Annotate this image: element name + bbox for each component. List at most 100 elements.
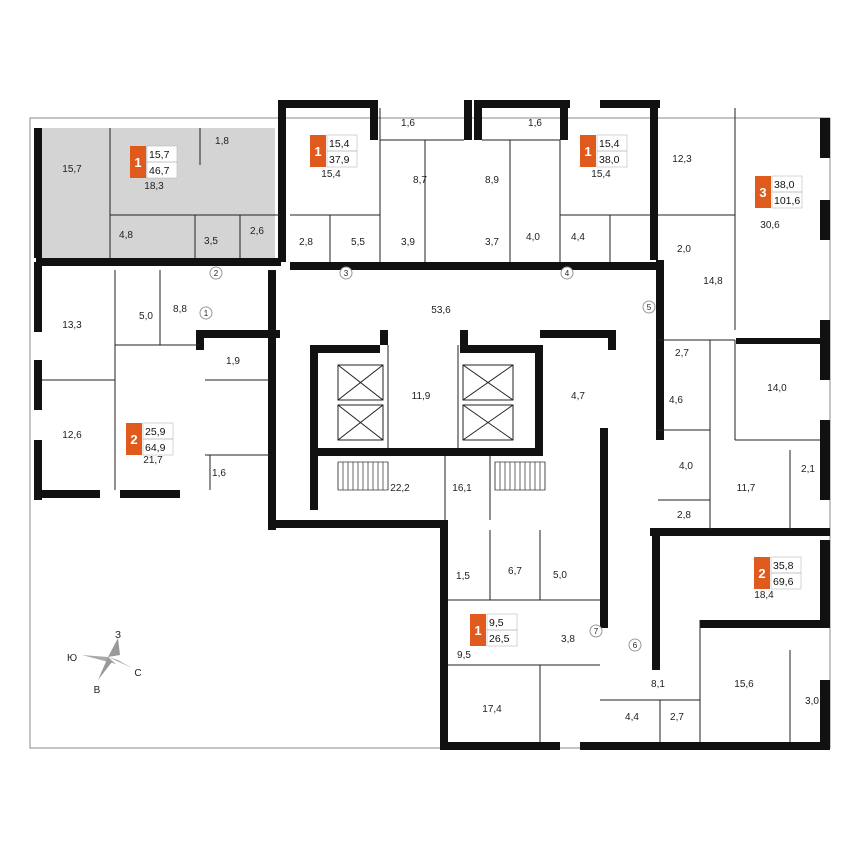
- room-area-label: 4,6: [669, 395, 683, 406]
- room-area-label: 8,9: [485, 175, 499, 186]
- room-area-label: 8,7: [413, 175, 427, 186]
- total-area: 101,6: [774, 195, 800, 207]
- room-count-box: [470, 614, 486, 646]
- room-count-box: [310, 135, 326, 167]
- room-area-label: 2,6: [250, 226, 264, 237]
- door-marker: [209, 266, 223, 280]
- room-area-label: 6,7: [508, 566, 522, 577]
- room-area-label: 5,0: [139, 311, 153, 322]
- room-area-label: 4,0: [526, 232, 540, 243]
- apartment-badge-apt-a[interactable]: 1 15,7 46,7: [130, 145, 178, 179]
- total-area: 69,6: [773, 576, 794, 588]
- room-area-label: 2,7: [675, 348, 689, 359]
- compass-arrow-icon: [108, 638, 120, 657]
- room-area-label: 8,8: [173, 304, 187, 315]
- living-area: 25,9: [145, 426, 166, 438]
- room-area-label: 16,1: [452, 483, 472, 494]
- living-area: 35,8: [773, 560, 794, 572]
- room-count: 2: [758, 566, 765, 581]
- door-number: 4: [565, 269, 570, 278]
- room-area-label: 9,5: [457, 650, 471, 661]
- partitions: [42, 108, 820, 742]
- room-area-label: 5,0: [553, 570, 567, 581]
- total-area: 26,5: [489, 633, 510, 645]
- room-area-label: 3,0: [805, 696, 819, 707]
- room-area-label: 11,9: [412, 391, 431, 402]
- compass-rose: З Ю С В: [67, 630, 142, 696]
- room-area-label: 3,8: [561, 634, 575, 645]
- total-area: 37,9: [329, 154, 350, 166]
- room-area-label: 2,8: [677, 510, 691, 521]
- living-area: 38,0: [774, 179, 795, 191]
- room-area-label: 4,7: [571, 391, 585, 402]
- room-area-label: 3,7: [485, 237, 499, 248]
- room-count: 3: [759, 185, 766, 200]
- room-area-label: 53,6: [431, 305, 451, 316]
- room-area-label: 15,6: [734, 679, 754, 690]
- room-area-label: 11,7: [737, 483, 756, 494]
- room-area-label: 3,5: [204, 236, 218, 247]
- room-count: 1: [134, 155, 141, 170]
- room-count: 1: [314, 144, 321, 159]
- door-marker: [628, 638, 642, 652]
- total-area: 38,0: [599, 154, 620, 166]
- room-area-label: 1,6: [401, 118, 415, 129]
- apartment-badge-apt-b[interactable]: 1 15,4 37,9: [310, 134, 358, 168]
- room-count-box: [130, 146, 146, 178]
- walls: [34, 100, 830, 750]
- room-area-label: 1,5: [456, 571, 470, 582]
- room-area-label: 4,4: [625, 712, 639, 723]
- apartment-badge-apt-d[interactable]: 3 38,0 101,6: [755, 175, 803, 209]
- room-count: 2: [130, 432, 137, 447]
- room-area-label: 1,6: [212, 468, 226, 479]
- room-area-label: 18,4: [754, 590, 774, 601]
- total-area: 46,7: [149, 165, 170, 177]
- room-area-label: 30,6: [760, 220, 780, 231]
- room-area-label: 12,6: [62, 430, 82, 441]
- door-number: 2: [214, 269, 219, 278]
- room-area-label: 1,6: [528, 118, 542, 129]
- room-area-label: 18,3: [144, 181, 164, 192]
- room-area-label: 5,5: [351, 237, 365, 248]
- room-area-label: 2,7: [670, 712, 684, 723]
- room-area-label: 1,8: [215, 136, 229, 147]
- compass-south: Ю: [67, 653, 77, 664]
- room-count-box: [126, 423, 142, 455]
- room-count-box: [754, 557, 770, 589]
- door-number: 1: [204, 309, 209, 318]
- door-marker: [199, 306, 213, 320]
- staircases: [337, 461, 546, 491]
- living-area: 15,7: [149, 149, 170, 161]
- highlighted-apartment[interactable]: [40, 128, 275, 258]
- room-area-label: 14,0: [767, 383, 787, 394]
- living-area: 15,4: [599, 138, 620, 150]
- elevator-shafts: [337, 364, 514, 441]
- door-marker: [560, 266, 574, 280]
- room-area-label: 3,9: [401, 237, 415, 248]
- room-area-label: 1,9: [226, 356, 240, 367]
- room-labels: 15,7 18,3 1,8 4,8 3,5 2,6 15,4 1,6 8,7 2,8 5,5 3,9 8…: [62, 118, 819, 723]
- living-area: 15,4: [329, 138, 350, 150]
- door-number: 5: [647, 303, 652, 312]
- door-marker: [339, 266, 353, 280]
- room-area-label: 2,0: [677, 244, 691, 255]
- room-area-label: 4,8: [119, 230, 133, 241]
- door-marker: [589, 624, 603, 638]
- apartment-badge-apt-g[interactable]: 2 35,8 69,6: [754, 556, 802, 590]
- room-area-label: 8,1: [651, 679, 665, 690]
- room-count: 1: [474, 623, 481, 638]
- room-area-label: 2,8: [299, 237, 313, 248]
- room-area-label: 12,3: [672, 154, 692, 165]
- compass-east: В: [94, 685, 101, 696]
- room-area-label: 14,8: [703, 276, 723, 287]
- room-area-label: 4,4: [571, 232, 585, 243]
- room-area-label: 17,4: [482, 704, 502, 715]
- room-count-box: [755, 176, 771, 208]
- compass-north: С: [134, 668, 141, 679]
